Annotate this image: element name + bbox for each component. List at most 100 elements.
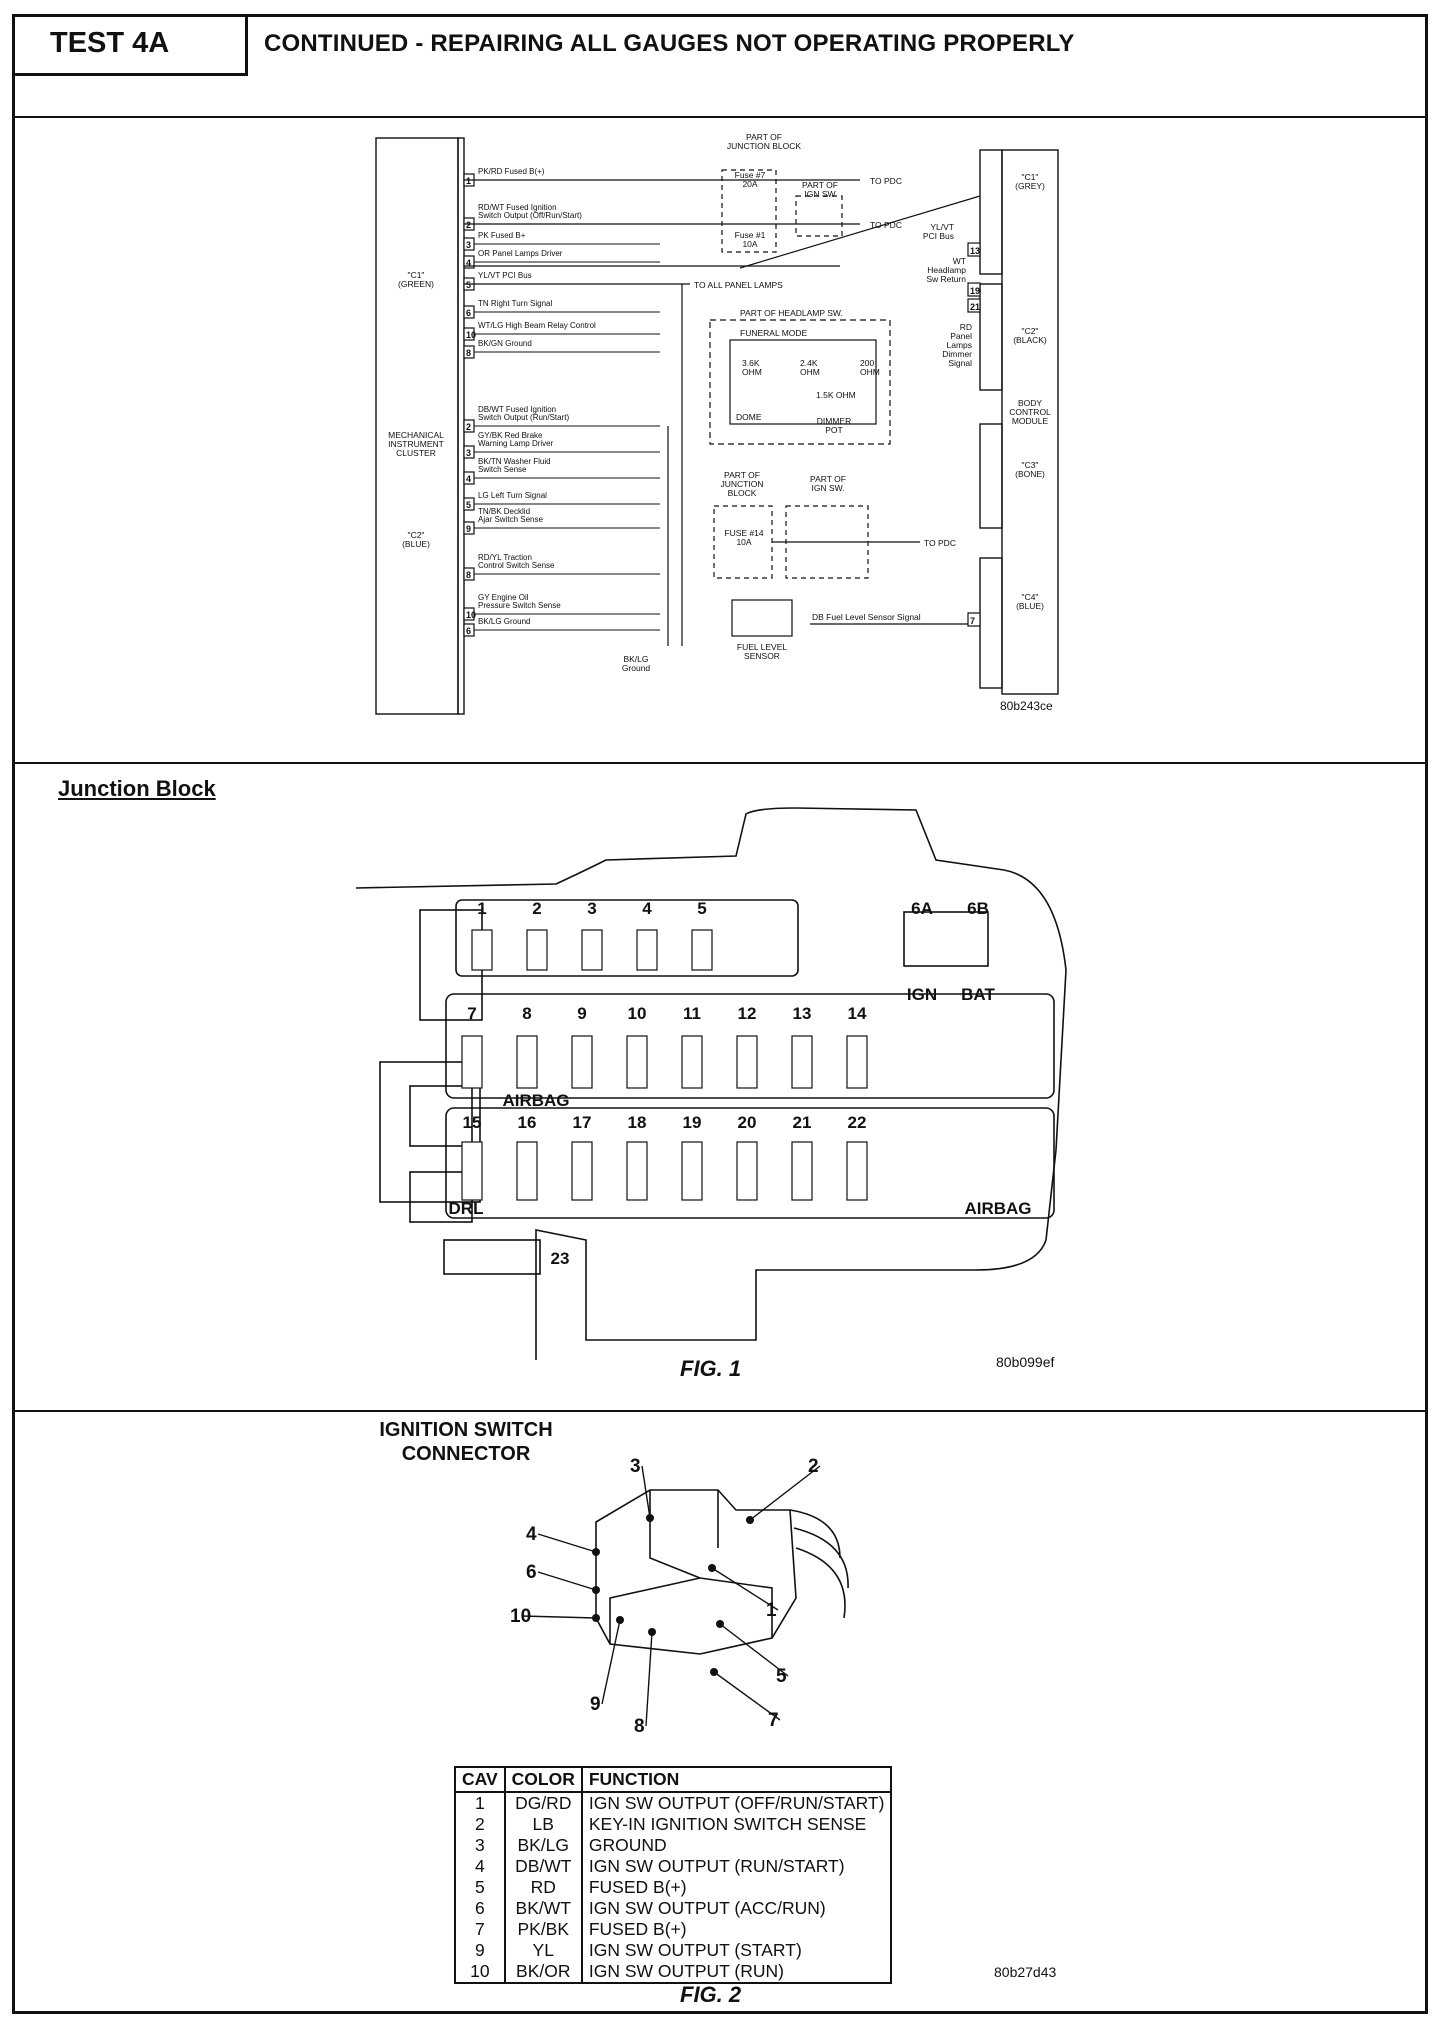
to-all-panel-lamps-label: TO ALL PANEL LAMPS xyxy=(694,280,783,290)
bcm-label-label: BODY xyxy=(1018,398,1042,408)
c1-green-label: (GREEN) xyxy=(398,279,434,289)
cavity-label: 8 xyxy=(634,1716,645,1737)
fuse-number: 19 xyxy=(683,1113,702,1132)
bklg-ground-label: Ground xyxy=(622,663,651,673)
wire-label: Control Switch Sense xyxy=(478,561,555,570)
table-header-row: CAV COLOR FUNCTION xyxy=(455,1767,892,1793)
wire-label: Pressure Switch Sense xyxy=(478,601,561,610)
fuse-slot xyxy=(626,1141,648,1201)
r2-label: 2.4K xyxy=(800,358,818,368)
fuse-number: 1 xyxy=(477,899,486,918)
col-color: COLOR xyxy=(504,1767,583,1793)
fuse-number: 4 xyxy=(642,899,652,918)
fuse-number: 13 xyxy=(793,1004,812,1023)
fuse-number: 2 xyxy=(532,899,541,918)
cavity-label: 9 xyxy=(590,1694,601,1715)
pin-number: 5 xyxy=(466,500,471,510)
r1-label: OHM xyxy=(742,367,762,377)
function-cell: FUSED B(+) xyxy=(588,1919,687,1939)
wire-label: Switch Output (Run/Start) xyxy=(478,413,569,422)
fuse-number: 15 xyxy=(463,1113,482,1132)
color-cell: BK/LG xyxy=(504,1835,583,1856)
bcm-box xyxy=(1001,149,1059,695)
fuse-number: 7 xyxy=(467,1004,476,1023)
wire-label: Ajar Switch Sense xyxy=(478,515,543,524)
cavity-label: 5 xyxy=(776,1666,787,1687)
to-pdc-label: TO PDC xyxy=(924,538,956,548)
test-id: TEST 4A xyxy=(12,14,248,76)
pin-number: 8 xyxy=(466,348,471,358)
cluster-label-label: CLUSTER xyxy=(396,448,436,458)
airbag-label: AIRBAG xyxy=(502,1091,569,1110)
bcm-pin-number: 13 xyxy=(970,246,980,256)
cavity-label: 6 xyxy=(526,1562,537,1583)
headlamp-sw-label: PART OF HEADLAMP SW. xyxy=(740,308,843,318)
fuse-number: 11 xyxy=(683,1004,701,1023)
airbag-label: AIRBAG xyxy=(964,1199,1031,1218)
cav-cell: 2 xyxy=(455,1814,506,1835)
pin-number: 9 xyxy=(466,524,471,534)
fuse14-label: 10A xyxy=(736,537,751,547)
r3-label: OHM xyxy=(860,367,880,377)
fuse-slot xyxy=(736,1141,758,1201)
pin-number: 4 xyxy=(466,258,471,268)
wire-label: BK/LG Ground xyxy=(478,617,530,626)
page-frame xyxy=(12,14,1428,2014)
wiring-diagram: 1PK/RD Fused B(+)2RD/WT Fused IgnitionSw… xyxy=(375,132,1059,715)
pin-number: 10 xyxy=(466,330,476,340)
color-cell: YL xyxy=(504,1940,583,1961)
rd-panel-label: Signal xyxy=(948,358,972,368)
junction-block-top-label: PART OF xyxy=(746,132,782,142)
pin-number: 1 xyxy=(466,176,471,186)
fuse-slot xyxy=(791,1141,813,1201)
cluster-label-label: INSTRUMENT xyxy=(388,439,444,449)
fuse-slot xyxy=(571,1035,593,1089)
fuse7-label: 20A xyxy=(742,179,757,189)
fuse-slot xyxy=(526,929,548,971)
wire-label: RD/WT Fused Ignition xyxy=(478,203,557,212)
ign-sw-top-label: IGN SW xyxy=(804,189,835,199)
cav-cell: 7 xyxy=(455,1919,506,1940)
color-cell: DB/WT xyxy=(504,1856,583,1877)
function-cell: FUSED B(+) xyxy=(588,1877,687,1897)
section-divider xyxy=(12,1410,1428,1412)
function-cell: IGN SW OUTPUT (ACC/RUN) xyxy=(588,1898,826,1918)
fuse1-label: 10A xyxy=(742,239,757,249)
cav-cell: 6 xyxy=(455,1898,506,1919)
rd-panel-label: Lamps xyxy=(946,340,972,350)
fuse-number: 22 xyxy=(848,1113,867,1132)
fuse-slot xyxy=(516,1141,538,1201)
dimmer-pot-label: DIMMER xyxy=(817,416,851,426)
fuse-slot xyxy=(846,1141,868,1201)
pin-number: 6 xyxy=(466,308,471,318)
r4-label: 1.5K OHM xyxy=(816,390,856,400)
junction-block-mid-label: PART OF xyxy=(724,470,760,480)
fuse-slot xyxy=(846,1035,868,1089)
fuse-slot xyxy=(516,1035,538,1089)
fuse-number: 17 xyxy=(573,1113,592,1132)
r1-label: 3.6K xyxy=(742,358,760,368)
function-cell: IGN SW OUTPUT (RUN) xyxy=(588,1961,784,1981)
fuse7-label: Fuse #7 xyxy=(735,170,766,180)
bcm-c3-label: "C3" xyxy=(1022,460,1039,470)
cluster-pin: 1PK/RD Fused B(+) xyxy=(463,167,660,187)
yl-vt-pci-label: PCI Bus xyxy=(923,231,954,241)
bklg-ground-label: BK/LG xyxy=(623,654,648,664)
cav-cell: 9 xyxy=(455,1940,506,1961)
fuse-number: 3 xyxy=(587,899,596,918)
junction-block-mid-label: JUNCTION xyxy=(721,479,764,489)
cavity-label: 10 xyxy=(510,1606,531,1627)
to-pdc-label: TO PDC xyxy=(870,220,902,230)
cluster-label-label: MECHANICAL xyxy=(388,430,444,440)
cavity-label: 4 xyxy=(526,1524,537,1545)
fuse-slot xyxy=(461,1035,483,1089)
cavity-label: 3 xyxy=(630,1456,641,1477)
